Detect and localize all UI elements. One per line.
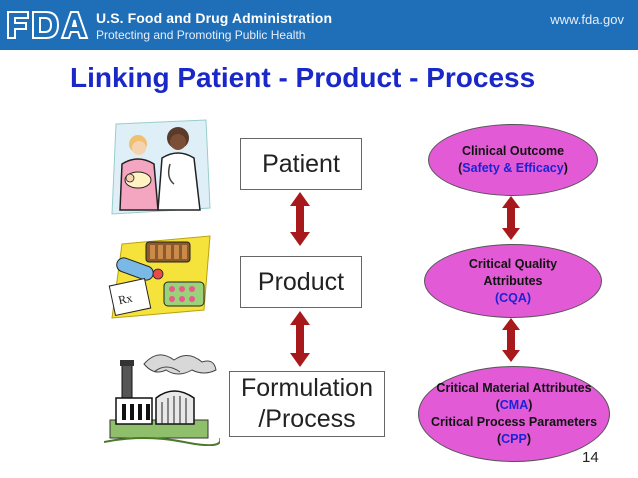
clinical-outcome-label: Clinical Outcome	[461, 144, 565, 158]
svg-text:Rx: Rx	[117, 291, 134, 308]
page-number: 14	[582, 449, 599, 466]
cqa-abbrev: (CQA)	[494, 290, 532, 305]
header-bar: U.S. Food and Drug Administration Protec…	[0, 0, 638, 50]
cma-paren-open: (	[495, 398, 500, 412]
cqa-cma-arrow-icon	[502, 318, 520, 362]
outcome-paren-close: )	[563, 161, 568, 175]
medicine-clipart-icon: Rx	[108, 235, 211, 319]
cma-abbrev-line: (CMA)	[496, 397, 533, 414]
cpp-abbrev: CPP	[501, 432, 527, 446]
cma-paren-close: )	[528, 398, 533, 412]
cpp-abbrev-line: (CPP)	[497, 431, 531, 448]
cma-abbrev: CMA	[499, 398, 529, 412]
cpp-paren-close: )	[526, 432, 532, 446]
patient-product-arrow-icon	[290, 192, 310, 246]
cqa-label-line2: Attributes	[483, 273, 543, 288]
org-tagline: Protecting and Promoting Public Health	[96, 28, 306, 42]
process-box: Formulation /Process	[229, 371, 385, 437]
clinical-outcome-detail: (Safety & Efficacy)	[458, 160, 568, 177]
slide-title: Linking Patient - Product - Process	[70, 62, 536, 93]
outcome-paren-open: (	[458, 161, 463, 175]
product-label: Product	[257, 268, 345, 296]
cpp-paren-open: (	[496, 432, 502, 446]
cpp-label: Critical Process Parameters	[430, 415, 598, 429]
product-box: Product	[240, 256, 362, 308]
fda-logo-icon	[7, 11, 89, 39]
doctor-patient-clipart-icon	[111, 119, 211, 215]
cma-cpp-ellipse: Critical Material Attributes (CMA) Criti…	[418, 366, 610, 462]
cma-label: Critical Material Attributes	[436, 381, 592, 395]
patient-label: Patient	[262, 150, 340, 178]
product-process-arrow-icon	[290, 311, 310, 367]
org-name: U.S. Food and Drug Administration	[96, 10, 333, 26]
patient-box: Patient	[240, 138, 362, 190]
factory-clipart-icon	[104, 354, 220, 446]
clinical-outcome-ellipse: Clinical Outcome (Safety & Efficacy)	[428, 124, 598, 196]
safety-efficacy-text: Safety & Efficacy	[462, 161, 564, 175]
process-label-line2: /Process	[258, 405, 356, 433]
outcome-cqa-arrow-icon	[502, 196, 520, 240]
cqa-label-line1: Critical Quality	[468, 256, 558, 271]
cqa-ellipse: Critical Quality Attributes (CQA)	[424, 244, 602, 318]
process-label-line1: Formulation	[241, 374, 373, 402]
site-url-link[interactable]: www.fda.gov	[550, 12, 624, 27]
